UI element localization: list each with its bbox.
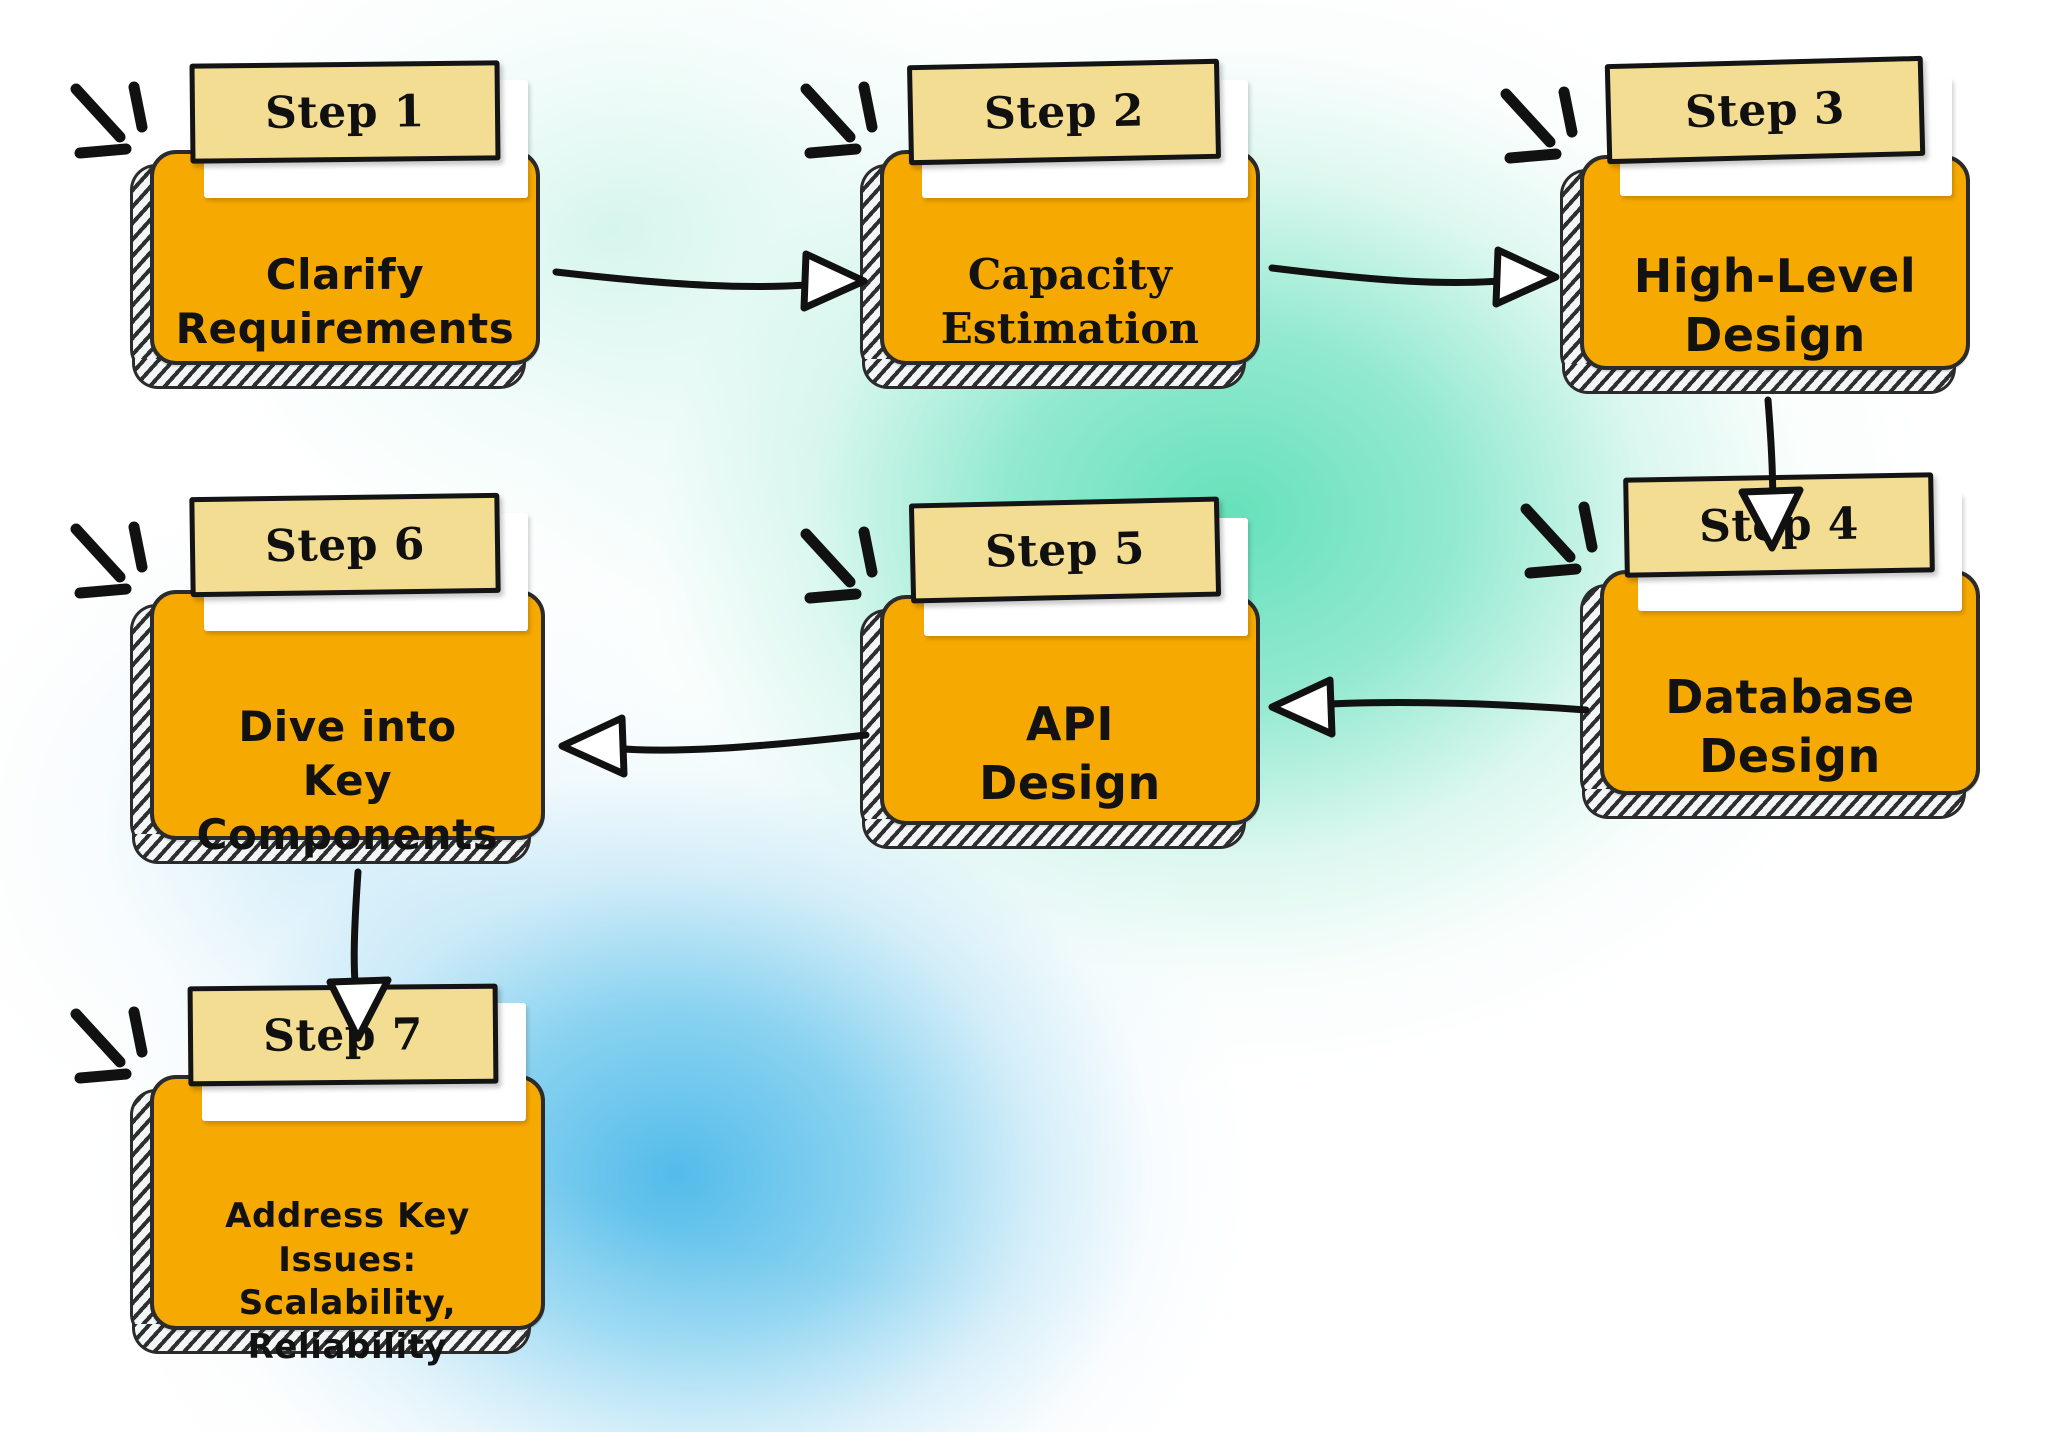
sparkle-icon — [1508, 485, 1618, 599]
node-label-step3: High-Level Design — [1633, 249, 1917, 362]
node-header-text: Step 6 — [264, 518, 426, 572]
sparkle-icon — [1488, 70, 1598, 184]
node-label-step5: API Design — [979, 697, 1161, 810]
node-label-step7: Address Key Issues: Scalability, Reliabi… — [225, 1196, 470, 1367]
edge-step5-step6 — [558, 714, 870, 778]
node-header-text: Step 3 — [1684, 82, 1846, 138]
edge-step4-step5 — [1268, 676, 1590, 738]
node-step2[interactable]: Step 2 Capacity Estimation — [800, 58, 1260, 389]
node-step4[interactable]: Step 4 Database Design — [1520, 472, 1980, 819]
edge-step2-step3 — [1268, 246, 1560, 308]
node-label-step6: Dive into Key Components — [196, 702, 499, 859]
node-header-step3: Step 3 — [1604, 55, 1926, 165]
node-header-step5: Step 5 — [908, 496, 1222, 604]
node-header-step2: Step 2 — [906, 58, 1222, 166]
node-label-step4: Database Design — [1665, 670, 1915, 783]
node-step5[interactable]: Step 5 API Design — [800, 496, 1260, 849]
node-label-step1: Clarify Requirements — [175, 250, 515, 353]
edge-step1-step2 — [552, 250, 868, 312]
sparkle-icon — [58, 990, 168, 1104]
node-header-text: Step 4 — [1698, 498, 1860, 552]
node-label-step2: Capacity Estimation — [940, 250, 1200, 353]
node-step3[interactable]: Step 3 High-Level Design — [1500, 55, 1970, 394]
sparkle-icon — [58, 505, 168, 619]
sparkle-icon — [788, 65, 898, 179]
node-step1[interactable]: Step 1 Clarify Requirements — [70, 60, 540, 389]
sparkle-icon — [788, 510, 898, 624]
node-header-step4: Step 4 — [1623, 472, 1935, 578]
node-header-text: Step 5 — [984, 522, 1146, 578]
node-header-text: Step 2 — [983, 84, 1145, 140]
node-header-text: Step 7 — [262, 1008, 424, 1062]
node-header-step7: Step 7 — [187, 983, 499, 1087]
node-header-step1: Step 1 — [189, 60, 501, 164]
node-step6[interactable]: Step 6 Dive into Key Components — [70, 492, 545, 864]
sparkle-icon — [58, 65, 168, 179]
node-step7[interactable]: Step 7 Address Key Issues: Scalability, R… — [70, 983, 545, 1367]
node-header-step6: Step 6 — [189, 492, 501, 598]
node-header-text: Step 1 — [264, 85, 426, 139]
